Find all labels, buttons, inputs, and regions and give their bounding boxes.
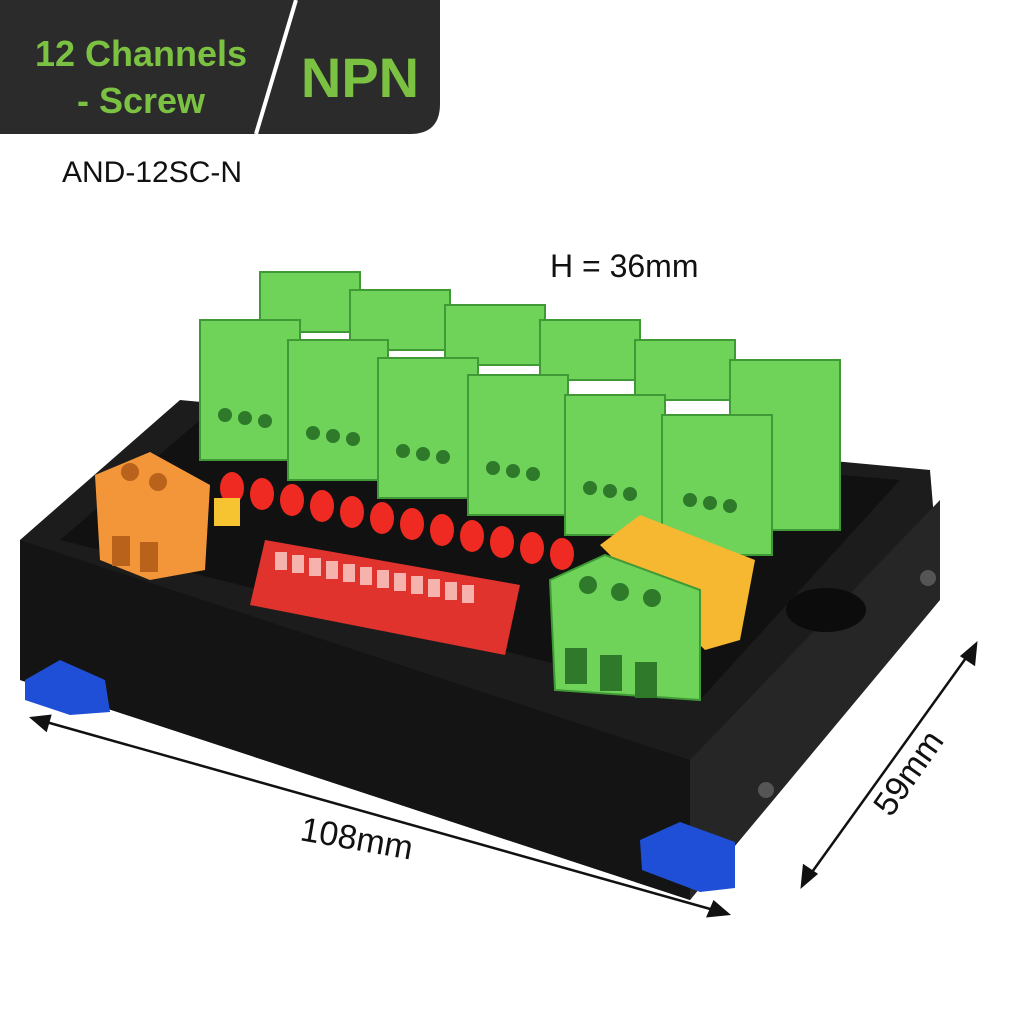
title-banner: 12 Channels - Screw NPN [0,0,440,134]
screw-icon [920,570,936,586]
banner-background [0,0,440,134]
output-type-label: NPN [300,46,420,109]
housing-side [690,500,940,900]
channels-line-1: 12 Channels [34,33,248,74]
status-led-row [220,472,574,570]
model-number: AND-12SC-N [62,156,243,189]
front-terminal-row [199,319,773,556]
housing-front [20,540,690,900]
height-dimension: H = 36mm [550,248,699,284]
din-clip-left [25,660,110,715]
channels-line-2: - Screw [76,80,206,121]
power-led [214,498,240,526]
dimension-lines [29,641,978,918]
screw-icon [758,782,774,798]
terminal-screw-holes [218,408,737,513]
din-clip-right [640,822,735,892]
dip-switch-keys [275,552,474,603]
channels-label: 12 Channels - Screw [12,30,270,124]
mounting-hole [786,588,866,632]
